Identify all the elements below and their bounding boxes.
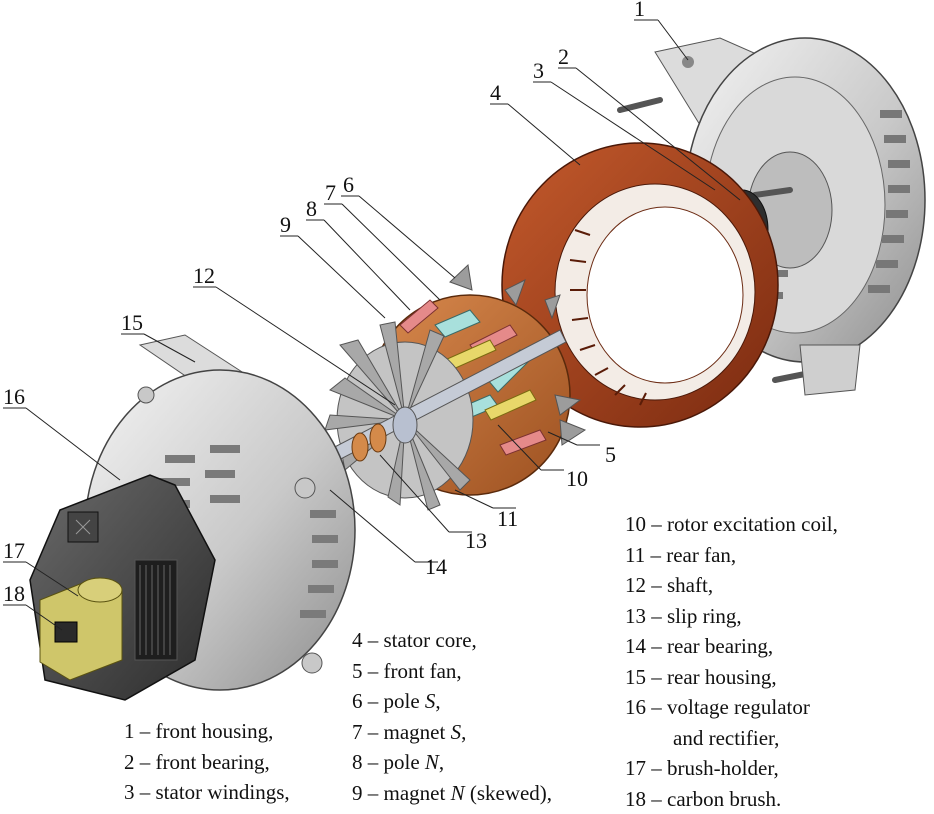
callout-14: 14 [425, 554, 447, 579]
legend-column-3: 10 – rotor excitation coil, 11 – rear fa… [625, 509, 838, 814]
legend-item-11: 11 – rear fan, [625, 540, 838, 571]
legend-item-7: 7 – magnet S, [352, 717, 552, 748]
legend-item-16-continued: and rectifier, [625, 723, 838, 754]
legend-item-13: 13 – slip ring, [625, 601, 838, 632]
callout-11: 11 [497, 506, 518, 531]
legend-item-6: 6 – pole S, [352, 686, 552, 717]
legend-item-18: 18 – carbon brush. [625, 784, 838, 814]
callout-8: 8 [306, 196, 317, 221]
legend-item-16: 16 – voltage regulator [625, 692, 838, 723]
callout-6: 6 [343, 172, 354, 197]
legend-item-15: 15 – rear housing, [625, 662, 838, 693]
callout-7: 7 [325, 180, 336, 205]
rectifier-heatsink [135, 560, 177, 660]
callout-16: 16 [3, 384, 25, 409]
legend-item-3: 3 – stator windings, [124, 777, 290, 808]
callout-4: 4 [490, 80, 501, 105]
legend-item-2: 2 – front bearing, [124, 747, 290, 778]
callout-3: 3 [533, 58, 544, 83]
callout-5: 5 [605, 442, 616, 467]
callout-10: 10 [566, 466, 588, 491]
callout-2: 2 [558, 44, 569, 69]
callout-12: 12 [193, 263, 215, 288]
legend-item-4: 4 – stator core, [352, 625, 552, 656]
callout-15: 15 [121, 310, 143, 335]
callout-9: 9 [280, 212, 291, 237]
legend-item-5: 5 – front fan, [352, 656, 552, 687]
callout-18: 18 [3, 581, 25, 606]
carbon-brush [55, 622, 77, 642]
legend-item-10: 10 – rotor excitation coil, [625, 509, 838, 540]
legend-item-8: 8 – pole N, [352, 747, 552, 778]
legend-item-9: 9 – magnet N (skewed), [352, 778, 552, 809]
legend-item-17: 17 – brush-holder, [625, 753, 838, 784]
legend-column-2: 4 – stator core, 5 – front fan, 6 – pole… [352, 625, 552, 808]
callout-17: 17 [3, 538, 25, 563]
legend-item-1: 1 – front housing, [124, 716, 290, 747]
callout-1: 1 [634, 0, 645, 21]
callout-13: 13 [465, 528, 487, 553]
legend-column-1: 1 – front housing, 2 – front bearing, 3 … [124, 716, 290, 808]
legend-item-12: 12 – shaft, [625, 570, 838, 601]
legend-item-14: 14 – rear bearing, [625, 631, 838, 662]
